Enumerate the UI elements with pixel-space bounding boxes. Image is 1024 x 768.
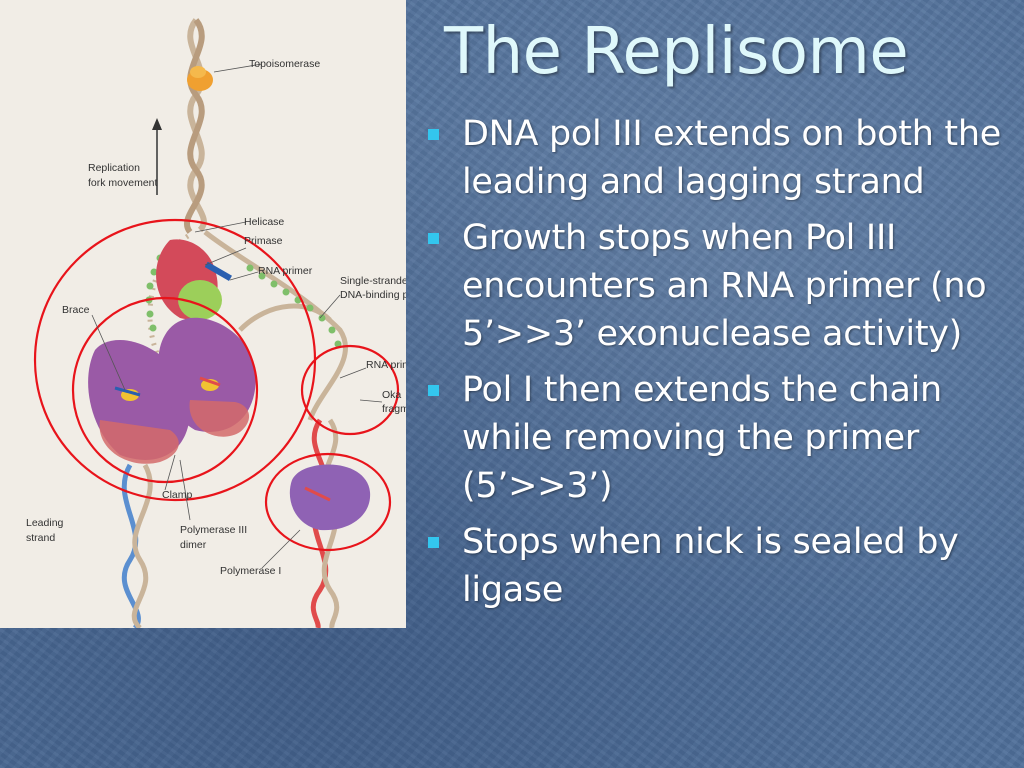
highlight-circles bbox=[33, 218, 400, 552]
label-fork-movement: fork movement bbox=[88, 177, 158, 189]
label-pol-iii-line2: dimer bbox=[180, 539, 207, 551]
label-okazaki-line2: fragm bbox=[382, 403, 406, 415]
replisome-diagram: Topoisomerase Replication fork movement … bbox=[0, 0, 406, 628]
bullet-list: DNA pol III extends on both the leading … bbox=[424, 110, 1014, 622]
square-bullet-icon bbox=[428, 129, 439, 140]
label-topoisomerase: Topoisomerase bbox=[249, 58, 320, 70]
label-clamp: Clamp bbox=[162, 489, 193, 501]
bullet-item: Pol I then extends the chain while remov… bbox=[424, 366, 1014, 510]
label-rna-primer: RNA primer bbox=[258, 265, 313, 277]
label-ssb-line2: DNA-binding p bbox=[340, 289, 406, 301]
square-bullet-icon bbox=[428, 537, 439, 548]
label-rna-primer-2: RNA prim bbox=[366, 359, 406, 371]
square-bullet-icon bbox=[428, 233, 439, 244]
label-ssb-line1: Single-stranded bbox=[340, 275, 406, 287]
leading-strand-helix bbox=[121, 463, 153, 628]
highlight-circle-rna-primer bbox=[300, 344, 400, 436]
label-pol-iii-line1: Polymerase III bbox=[180, 524, 247, 536]
polymerase-iii-dimer-shape bbox=[88, 317, 256, 464]
highlight-circle-pol-iii bbox=[71, 296, 259, 484]
replication-arrow bbox=[152, 118, 162, 195]
label-brace: Brace bbox=[62, 304, 90, 316]
bullet-text: Stops when nick is sealed by ligase bbox=[462, 522, 959, 610]
label-okazaki-line1: Oka bbox=[382, 389, 401, 401]
bullet-text: DNA pol III extends on both the leading … bbox=[462, 114, 1001, 202]
slide-title: The Replisome bbox=[444, 15, 909, 89]
label-primase: Primase bbox=[244, 235, 283, 247]
label-replication: Replication bbox=[88, 162, 140, 174]
polymerase-i-shape bbox=[289, 464, 371, 531]
highlight-circle-pol-i bbox=[264, 452, 392, 552]
label-helicase: Helicase bbox=[244, 216, 284, 228]
replisome-diagram-svg: Topoisomerase Replication fork movement … bbox=[26, 18, 406, 628]
bullet-item: Growth stops when Pol III encounters an … bbox=[424, 214, 1014, 358]
label-pol-i: Polymerase I bbox=[220, 565, 281, 577]
label-leading-line2: strand bbox=[26, 532, 55, 544]
bullet-text: Growth stops when Pol III encounters an … bbox=[462, 218, 987, 354]
bullet-item: DNA pol III extends on both the leading … bbox=[424, 110, 1014, 206]
label-leader-lines bbox=[91, 63, 383, 569]
lagging-strand-helix bbox=[310, 418, 340, 628]
rna-primer-mark bbox=[204, 261, 232, 281]
ssb-dots bbox=[145, 254, 342, 348]
bullet-text: Pol I then extends the chain while remov… bbox=[462, 370, 942, 506]
label-leading-line1: Leading bbox=[26, 517, 64, 529]
square-bullet-icon bbox=[428, 385, 439, 396]
topoisomerase-shape bbox=[187, 66, 213, 91]
bullet-item: Stops when nick is sealed by ligase bbox=[424, 518, 1014, 614]
parental-dna-helix bbox=[184, 18, 207, 234]
